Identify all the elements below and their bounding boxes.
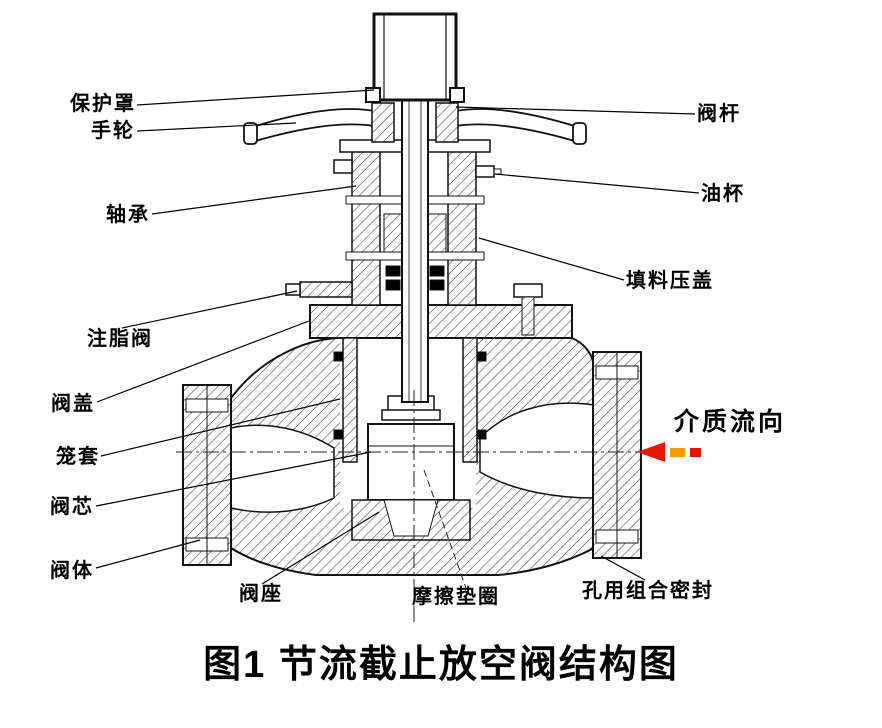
label-grease-valve: 注脂阀 bbox=[87, 328, 153, 350]
label-valve-stem: 阀杆 bbox=[697, 103, 741, 125]
label-flow-direction: 介质流向 bbox=[674, 408, 787, 436]
flow-arrow-head bbox=[637, 442, 665, 462]
flow-direction-arrow bbox=[637, 442, 701, 462]
label-hole-combined-seal: 孔用组合密封 bbox=[582, 580, 714, 602]
flow-arrow-dash2 bbox=[690, 448, 701, 457]
label-valve-seat: 阀座 bbox=[239, 583, 283, 605]
trim-shapes bbox=[333, 337, 487, 541]
label-friction-washer: 摩擦垫圈 bbox=[412, 586, 500, 608]
figure-caption: 图1 节流截止放空阀结构图 bbox=[203, 644, 679, 686]
label-bearing: 轴承 bbox=[106, 204, 150, 226]
label-handwheel: 手轮 bbox=[91, 120, 135, 142]
label-valve-body: 阀体 bbox=[50, 560, 94, 582]
centerlines bbox=[176, 390, 648, 624]
label-oil-cup: 油杯 bbox=[701, 183, 745, 205]
leader-lines bbox=[95, 89, 700, 585]
flow-arrow-dash1 bbox=[670, 448, 685, 457]
label-bonnet: 阀盖 bbox=[51, 393, 95, 415]
label-valve-plug: 阀芯 bbox=[50, 496, 94, 518]
label-packing-gland: 填料压盖 bbox=[626, 270, 714, 292]
label-cage: 笼套 bbox=[56, 446, 100, 468]
stem-handwheel-shapes bbox=[243, 12, 587, 403]
label-protective-cover: 保护罩 bbox=[70, 93, 136, 115]
protective-cover-shape bbox=[372, 12, 458, 102]
